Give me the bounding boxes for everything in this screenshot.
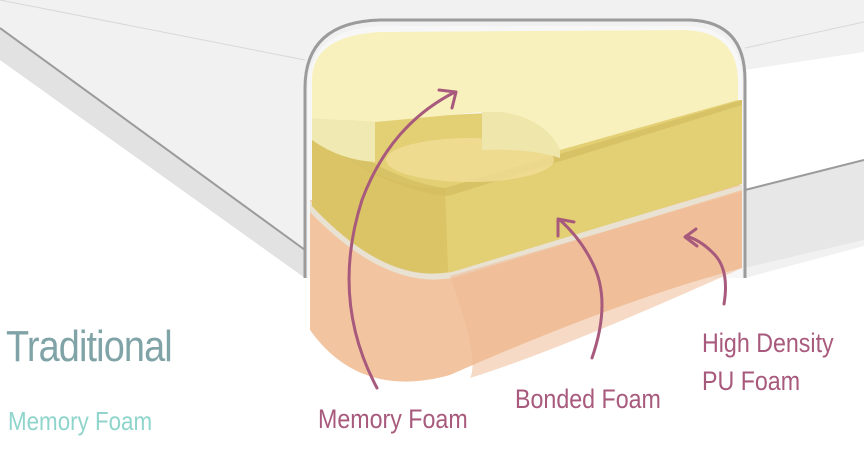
bonded-foam-arrow-icon [556, 217, 604, 360]
memory-foam-layer [312, 30, 738, 162]
diagram-subtitle: Memory Foam [8, 406, 153, 436]
memory-foam-arrow-icon [347, 88, 458, 390]
memory-foam-label: Memory Foam [318, 404, 468, 434]
bonded-foam-label: Bonded Foam [515, 384, 661, 414]
high-density-label-line1: High Density [702, 328, 834, 358]
pu-foam-arrow-icon [683, 227, 727, 306]
high-density-label-line2: PU Foam [702, 366, 801, 396]
diagram-title: Traditional [6, 322, 173, 371]
